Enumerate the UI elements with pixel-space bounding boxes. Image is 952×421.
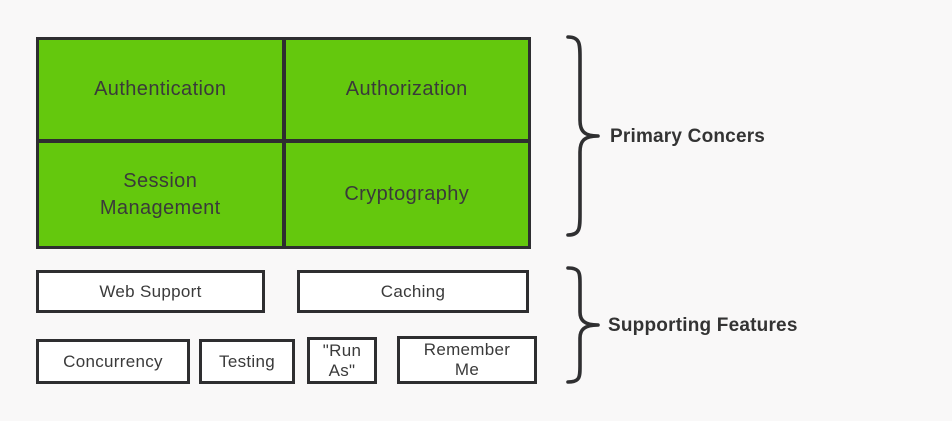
cell-cryptography: Cryptography xyxy=(285,143,528,246)
box-remember-me-label: Remember Me xyxy=(423,340,511,379)
box-concurrency-label: Concurrency xyxy=(63,351,163,371)
cell-session-management-label: Session Management xyxy=(99,169,221,219)
supporting-features-brace-icon xyxy=(566,266,600,384)
cell-session-management: Session Management xyxy=(39,143,282,246)
box-caching-label: Caching xyxy=(380,281,446,301)
box-caching: Caching xyxy=(297,270,529,313)
box-concurrency: Concurrency xyxy=(36,339,190,384)
cell-authorization-label: Authorization xyxy=(345,78,468,100)
cell-cryptography-label: Cryptography xyxy=(344,183,470,205)
cell-authentication-label: Authentication xyxy=(94,78,227,100)
box-remember-me: Remember Me xyxy=(397,336,537,384)
box-run-as-label: "Run As" xyxy=(322,340,362,380)
primary-concerns-label: Primary Concers xyxy=(610,126,766,147)
cell-authentication: Authentication xyxy=(39,40,282,139)
box-run-as: "Run As" xyxy=(307,337,377,384)
supporting-features-label: Supporting Features xyxy=(608,315,798,336)
box-web-support: Web Support xyxy=(36,270,265,313)
box-web-support-label: Web Support xyxy=(99,281,202,301)
cell-authorization: Authorization xyxy=(285,40,528,139)
primary-concerns-brace-icon xyxy=(566,35,600,237)
box-testing-label: Testing xyxy=(219,351,275,371)
box-testing: Testing xyxy=(199,339,295,384)
primary-concerns-grid: Authentication Authorization Session Man… xyxy=(36,37,531,249)
